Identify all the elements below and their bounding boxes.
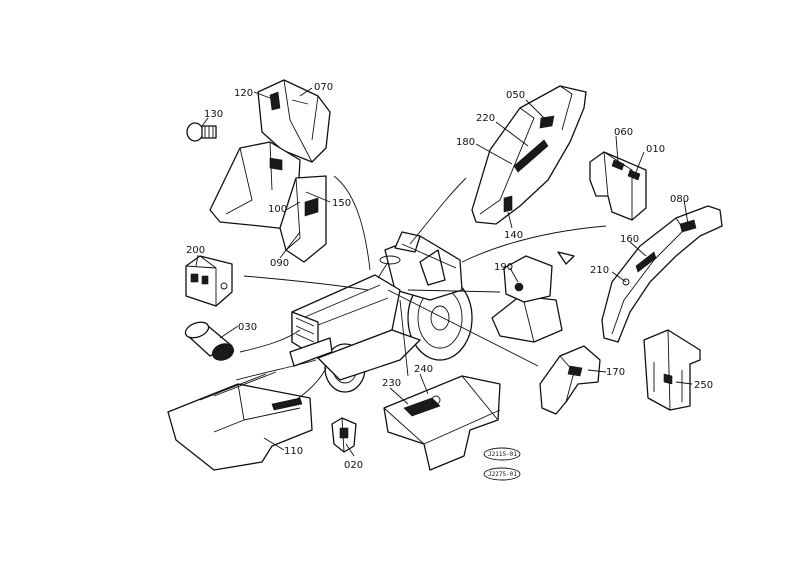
callout-060: 060 — [614, 127, 633, 138]
part-side-panel-090 — [279, 175, 327, 263]
callout-080: 080 — [670, 194, 689, 205]
part-clip-020 — [331, 417, 357, 453]
callout-130: 130 — [204, 109, 223, 120]
callout-190: 190 — [494, 262, 513, 273]
part-fender-080 — [601, 205, 723, 343]
reference-stamps: J2115-01 J2275-01 — [483, 447, 521, 481]
part-guard-170 — [539, 345, 601, 415]
callout-200: 200 — [186, 245, 205, 256]
callout-100: 100 — [268, 204, 287, 215]
callout-120: 120 — [234, 88, 253, 99]
callout-070: 070 — [314, 82, 333, 93]
callout-labels: 120 070 130 050 220 180 140 060 010 080 … — [186, 82, 713, 471]
part-switch-200 — [185, 255, 233, 307]
part-cover-060-010 — [589, 151, 647, 221]
part-cylinder-030 — [184, 321, 234, 361]
callout-160: 160 — [620, 234, 639, 245]
assembly-lines — [235, 175, 607, 401]
callout-010: 010 — [646, 144, 665, 155]
part-fender-050 — [471, 85, 587, 225]
callout-240: 240 — [414, 364, 433, 375]
callout-090: 090 — [270, 258, 289, 269]
callout-050: 050 — [506, 90, 525, 101]
callout-150: 150 — [332, 198, 351, 209]
callout-180: 180 — [456, 137, 475, 148]
part-panel-070-120 — [257, 79, 331, 163]
callout-leaders — [195, 87, 693, 457]
callout-140: 140 — [504, 230, 523, 241]
callout-110: 110 — [284, 446, 303, 457]
part-seat-190 — [491, 251, 575, 343]
part-bracket-250 — [643, 329, 701, 411]
callout-220: 220 — [476, 113, 495, 124]
part-hood-230-240 — [383, 375, 501, 471]
callout-030: 030 — [238, 322, 257, 333]
callout-210: 210 — [590, 265, 609, 276]
part-bulb-130 — [186, 122, 217, 142]
tractor-body — [289, 231, 473, 393]
part-floor-110 — [167, 371, 313, 471]
callout-230: 230 — [382, 378, 401, 389]
stamp-1: J2115-01 — [488, 451, 517, 458]
stamp-2: J2275-01 — [488, 471, 517, 478]
callout-170: 170 — [606, 367, 625, 378]
callout-020: 020 — [344, 460, 363, 471]
callout-250: 250 — [694, 380, 713, 391]
